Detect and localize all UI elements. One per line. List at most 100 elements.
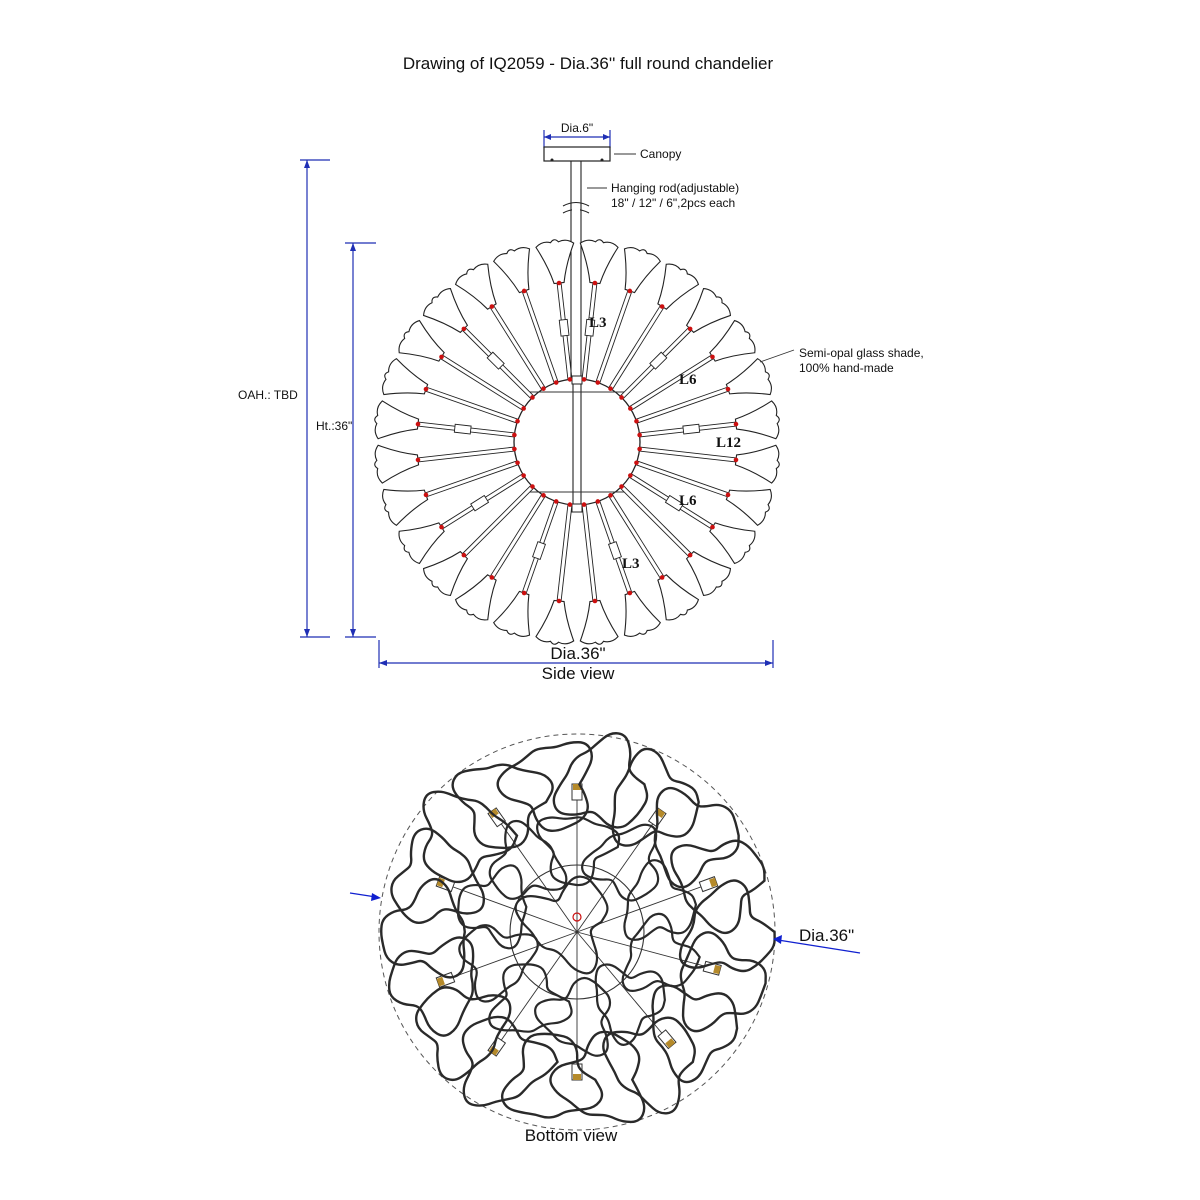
side-socket: [453, 423, 472, 435]
side-shade-joint: [659, 575, 665, 580]
side-arm: [636, 387, 737, 424]
rod-label-line2: 18" / 12" / 6",2pcs each: [611, 196, 735, 210]
side-hub-joint: [634, 460, 639, 466]
bottom-shade-outline: [670, 839, 766, 935]
side-shade-joint: [423, 386, 429, 392]
side-joints: [415, 280, 739, 604]
side-arm: [639, 450, 744, 464]
side-shade-joint: [659, 304, 665, 309]
bottom-shade-outline: [621, 912, 701, 993]
side-shade-joint: [627, 288, 633, 294]
side-hub-joint: [541, 493, 546, 498]
side-arm: [435, 350, 525, 408]
side-arm: [608, 496, 666, 586]
canopy-label: Canopy: [640, 147, 681, 161]
side-arm: [418, 464, 519, 500]
side-socket: [486, 351, 505, 370]
bottom-bulb: [709, 877, 718, 888]
overall-height-label: OAH.: TBD: [238, 388, 298, 402]
side-socket: [649, 351, 668, 370]
side-rays: [409, 274, 745, 610]
side-shade-joint: [710, 354, 715, 360]
side-glass-shade: [422, 287, 469, 334]
bottom-center-mark: [572, 912, 582, 922]
side-hub-joint: [608, 493, 613, 498]
canopy: Canopy: [543, 146, 681, 162]
bottom-arm: [576, 931, 713, 969]
side-shade-joint: [489, 575, 495, 580]
side-shade-joint: [521, 288, 527, 294]
lamp-label-l3-lower: L3: [622, 556, 640, 572]
side-arm: [611, 494, 669, 584]
side-glass-shade: [685, 287, 732, 334]
shade-label-line1: Semi-opal glass shade,: [799, 346, 924, 360]
bottom-arm: [445, 931, 578, 981]
side-shade-joint: [556, 280, 562, 286]
lamp-label-l6-lower: L6: [679, 493, 697, 509]
side-glass-shade: [657, 263, 700, 310]
bottom-shade-outline: [461, 1015, 559, 1107]
side-arm: [629, 350, 719, 408]
side-arm: [622, 484, 698, 560]
bottom-shade-outline: [594, 963, 666, 1046]
bottom-shade-outline: [623, 859, 698, 941]
side-hub-joint: [521, 473, 526, 478]
side-diameter-dimension: Dia.36": [378, 640, 774, 668]
overall-height-dimension: OAH.: TBD: [238, 159, 330, 638]
bottom-center-shade-outline: [514, 875, 609, 975]
side-arm: [608, 298, 666, 388]
side-view-label: Side view: [542, 664, 615, 683]
side-socket: [558, 318, 570, 337]
side-glass-shade: [709, 319, 756, 362]
bottom-arm: [496, 931, 578, 1047]
side-shade-joint: [423, 492, 429, 498]
side-arm: [519, 283, 555, 384]
side-shade-joint: [556, 598, 562, 604]
side-arm: [599, 283, 635, 384]
bottom-shade-outline: [456, 864, 528, 950]
side-hub-joint: [634, 418, 639, 424]
bottom-bulb: [665, 1038, 676, 1048]
side-arm: [635, 464, 736, 500]
side-hub-joint: [515, 460, 520, 466]
side-arm: [417, 460, 518, 497]
side-glass-shade: [422, 550, 469, 597]
side-arm: [639, 446, 745, 460]
side-shade-joint: [489, 304, 495, 309]
side-glass-shade: [382, 357, 429, 396]
side-hub-joint: [567, 377, 573, 382]
side-arm: [559, 504, 573, 610]
side-arm: [522, 282, 559, 383]
bottom-bulb: [488, 1046, 499, 1056]
side-shade-joint: [415, 421, 421, 427]
side-glass-shade: [725, 357, 772, 396]
side-hub-joint: [512, 446, 517, 452]
side-glass-shade: [454, 263, 497, 310]
side-hub-joint: [553, 499, 559, 504]
lamp-label-l3-upper: L3: [589, 315, 607, 331]
side-shade-joint: [687, 552, 693, 558]
side-shade-joint: [725, 492, 731, 498]
bottom-shades: [380, 732, 776, 1124]
side-glass-shade: [579, 599, 619, 645]
bottom-shade-outline: [611, 747, 700, 847]
side-hub-joint: [512, 432, 517, 438]
height-dimension: Ht.:36": [316, 242, 376, 638]
shade-callout: Semi-opal glass shade, 100% hand-made: [759, 346, 924, 375]
side-glass-shade: [685, 550, 732, 597]
side-socket: [664, 494, 684, 512]
bottom-diameter-label: Dia.36": [799, 926, 854, 945]
bottom-shade-outline: [500, 1032, 604, 1119]
side-hub-joint: [619, 484, 624, 489]
side-hub-joint: [595, 380, 601, 385]
canopy-diameter-label: Dia.6": [561, 121, 593, 135]
side-socket: [607, 541, 622, 560]
side-shade-joint: [439, 354, 444, 360]
side-shade-joint: [687, 326, 693, 332]
side-shade-joint: [627, 590, 633, 596]
central-hub: [513, 375, 641, 513]
side-arm: [595, 282, 632, 383]
bottom-shade-outline: [451, 763, 554, 850]
side-arm: [585, 504, 599, 609]
